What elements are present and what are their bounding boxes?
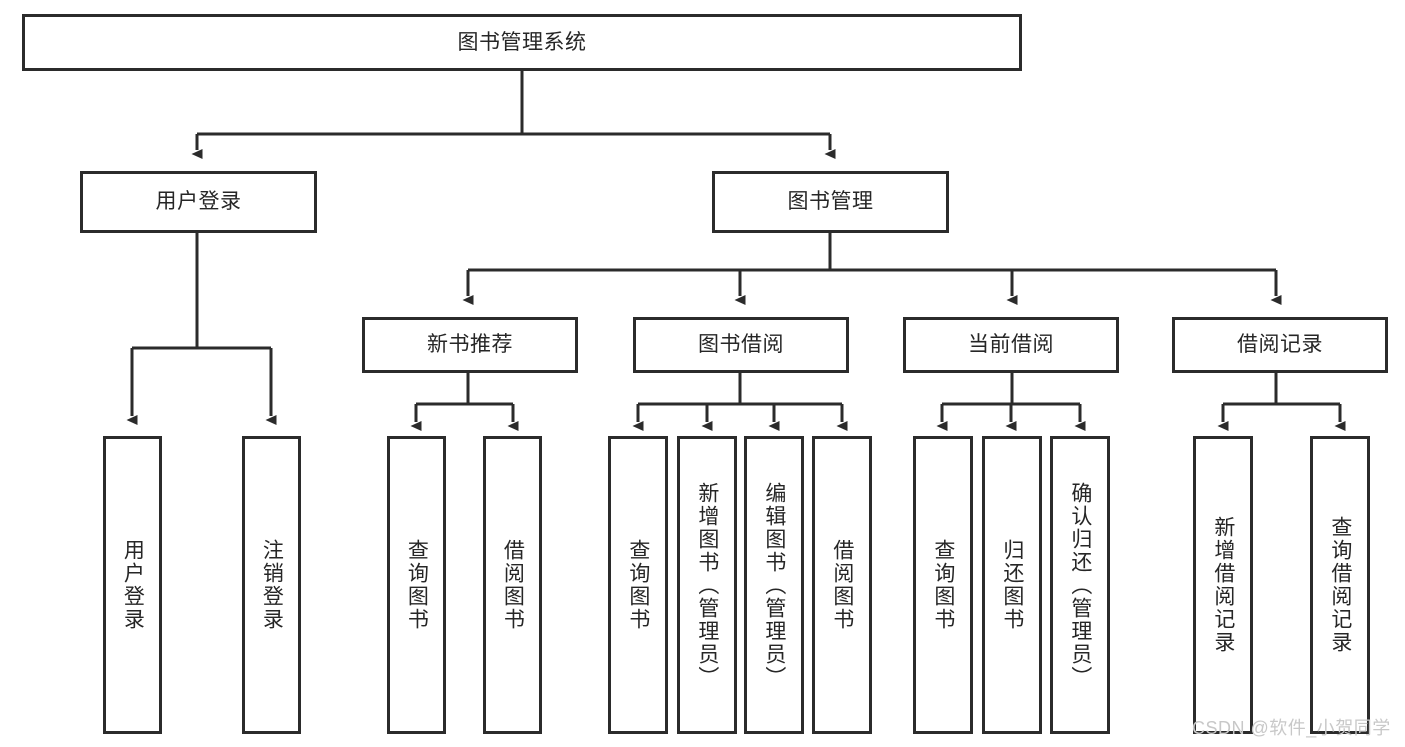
node-book-management[interactable]: 图书管理 — [712, 171, 949, 233]
leaf-record-add-record[interactable]: 新增借阅记录 — [1193, 436, 1253, 734]
node-label: 用户登录 — [121, 539, 145, 631]
node-label: 图书管理 — [787, 190, 874, 214]
leaf-current-confirm-return-admin[interactable]: 确认归还（管理员） — [1050, 436, 1110, 734]
leaf-borrow-query-book[interactable]: 查询图书 — [608, 436, 668, 734]
leaf-record-query-record[interactable]: 查询借阅记录 — [1310, 436, 1370, 734]
node-label: 新增借阅记录 — [1211, 516, 1235, 654]
node-label: 查询借阅记录 — [1328, 516, 1352, 654]
leaf-new-book-borrow-book[interactable]: 借阅图书 — [483, 436, 542, 734]
node-label: 编辑图书（管理员） — [762, 481, 786, 689]
node-label: 借阅图书 — [830, 539, 854, 631]
leaf-current-query-book[interactable]: 查询图书 — [913, 436, 973, 734]
node-label: 新增图书（管理员） — [695, 481, 719, 689]
node-label: 借阅图书 — [501, 539, 525, 631]
node-label: 注销登录 — [260, 539, 284, 631]
leaf-borrow-borrow-book[interactable]: 借阅图书 — [812, 436, 872, 734]
node-label: 借阅记录 — [1237, 333, 1323, 357]
node-label: 确认归还（管理员） — [1068, 481, 1092, 689]
node-user-login[interactable]: 用户登录 — [80, 171, 317, 233]
node-current-borrow[interactable]: 当前借阅 — [903, 317, 1119, 373]
leaf-borrow-edit-book-admin[interactable]: 编辑图书（管理员） — [744, 436, 804, 734]
node-label: 图书管理系统 — [457, 30, 587, 54]
leaf-user-login-login[interactable]: 用户登录 — [103, 436, 162, 734]
node-label: 用户登录 — [155, 190, 242, 214]
node-label: 查询图书 — [405, 539, 429, 631]
node-label: 归还图书 — [1000, 539, 1024, 631]
node-label: 图书借阅 — [698, 333, 784, 357]
node-root-system[interactable]: 图书管理系统 — [22, 14, 1022, 71]
node-label: 查询图书 — [931, 539, 955, 631]
node-book-borrow[interactable]: 图书借阅 — [633, 317, 849, 373]
node-borrow-record[interactable]: 借阅记录 — [1172, 317, 1388, 373]
leaf-borrow-add-book-admin[interactable]: 新增图书（管理员） — [677, 436, 737, 734]
leaf-current-return-book[interactable]: 归还图书 — [982, 436, 1042, 734]
csdn-watermark: CSDN @软件_小贺同学 — [1192, 718, 1391, 738]
node-new-book-recommend[interactable]: 新书推荐 — [362, 317, 578, 373]
leaf-user-login-logout[interactable]: 注销登录 — [242, 436, 301, 734]
node-label: 查询图书 — [626, 539, 650, 631]
node-label: 新书推荐 — [427, 333, 513, 357]
leaf-new-book-query-book[interactable]: 查询图书 — [387, 436, 446, 734]
node-label: 当前借阅 — [968, 333, 1054, 357]
